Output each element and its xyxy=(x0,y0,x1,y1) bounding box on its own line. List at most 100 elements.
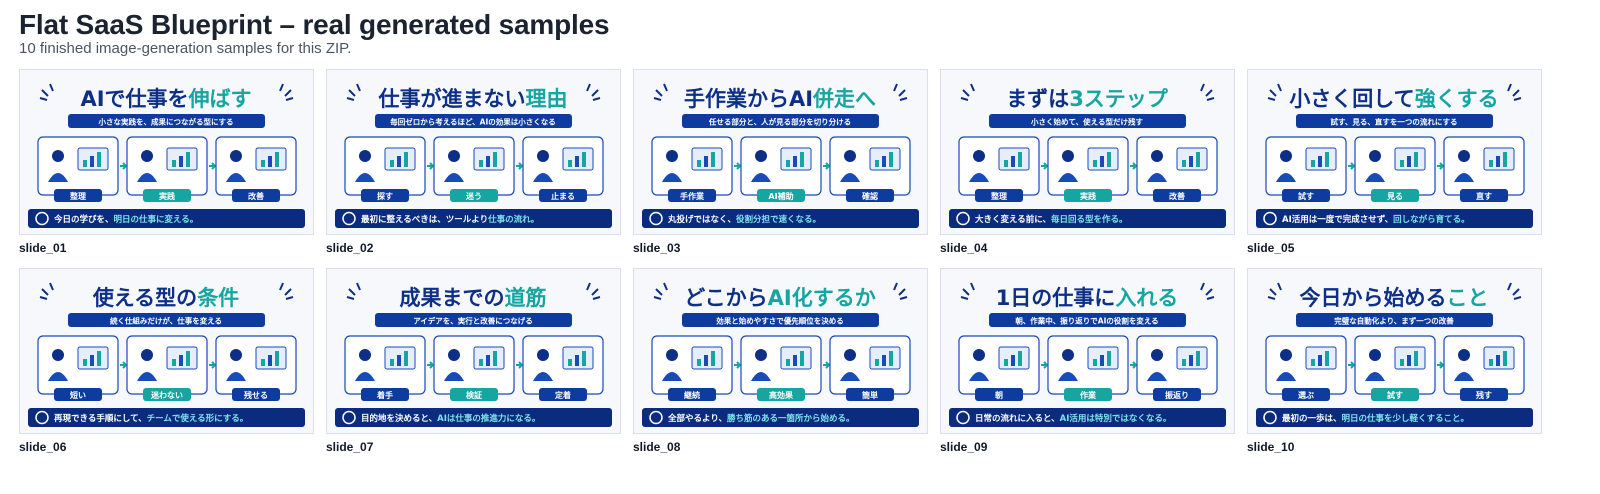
person-body-icon xyxy=(1454,173,1474,182)
slide-card[interactable]: 1日の仕事に入れる朝、作業中、振り返りでAIの役割を変える朝作業振返り日常の流れ… xyxy=(940,268,1235,454)
chart-bar xyxy=(786,359,790,366)
person-body-icon xyxy=(48,173,68,182)
person-body-icon xyxy=(840,173,860,182)
chart-bar xyxy=(1182,160,1186,167)
slide-card[interactable]: AIで仕事を伸ばす小さな実践を、成果につながる型にする整理実践改善今日の学びを、… xyxy=(19,69,314,255)
footer-text: AI活用は一度で完成させず、回しながら育てる。 xyxy=(1282,214,1470,225)
arrow-right-icon xyxy=(734,162,742,170)
step-tag-label: 定着 xyxy=(554,390,571,400)
slide-heading: 1日の仕事に入れる xyxy=(996,286,1179,310)
step-tag xyxy=(1282,388,1330,401)
chart-bar xyxy=(793,355,797,366)
spark-icon xyxy=(653,282,668,300)
slide-illustration: 成果までの道筋アイデアを、実行と改善につなげる着手検証定着目的地を決めると、AI… xyxy=(327,269,620,433)
person-body-icon xyxy=(969,173,989,182)
chart-bar xyxy=(83,160,87,167)
slide-thumbnail[interactable]: 成果までの道筋アイデアを、実行と改善につなげる着手検証定着目的地を決めると、AI… xyxy=(326,268,621,434)
chart-bar xyxy=(390,359,394,366)
step-tag xyxy=(450,388,498,401)
footer-banner xyxy=(949,209,1226,228)
slide-thumbnail[interactable]: まずは3ステップ小さく始めて、使える型だけ残す整理実践改善大きく変える前に、毎日… xyxy=(940,69,1235,235)
chart-bar xyxy=(1489,359,1493,366)
chart-bar xyxy=(1407,156,1411,167)
chart-bar xyxy=(390,160,394,167)
step-tag-label: 継続 xyxy=(684,390,700,400)
chart-bar xyxy=(882,156,886,167)
arrow-right-icon xyxy=(1348,162,1356,170)
slide-card[interactable]: 仕事が進まない理由毎回ゼロから考えるほど、AIの効果は小さくなる探す迷う止まる最… xyxy=(326,69,621,255)
person-icon xyxy=(1151,349,1163,361)
slide-subtitle: 小さく始めて、使える型だけ残す xyxy=(1031,117,1143,127)
chart-bar xyxy=(1018,351,1022,366)
slide-thumbnail[interactable]: 仕事が進まない理由毎回ゼロから考えるほど、AIの効果は小さくなる探す迷う止まる最… xyxy=(326,69,621,235)
person-icon xyxy=(537,349,549,361)
slide-card[interactable]: 使える型の条件続く仕組みだけが、仕事を変える短い迷わない残せる再現できる手順にし… xyxy=(19,268,314,454)
chart-bar xyxy=(800,351,804,366)
slide-thumbnail[interactable]: 1日の仕事に入れる朝、作業中、振り返りでAIの役割を変える朝作業振返り日常の流れ… xyxy=(940,268,1235,434)
slide-label: slide_03 xyxy=(633,241,681,255)
subtitle-pill xyxy=(375,114,572,128)
spark-icon xyxy=(653,83,668,101)
chart-bar xyxy=(397,156,401,167)
spark-icon xyxy=(1267,282,1282,300)
chart-bar xyxy=(404,351,408,366)
chart-bar xyxy=(1093,160,1097,167)
chart-bar xyxy=(568,359,572,366)
step-tag-label: 手作業 xyxy=(680,191,705,201)
slide-thumbnail[interactable]: 使える型の条件続く仕組みだけが、仕事を変える短い迷わない残せる再現できる手順にし… xyxy=(19,268,314,434)
slide-thumbnail[interactable]: AIで仕事を伸ばす小さな実践を、成果につながる型にする整理実践改善今日の学びを、… xyxy=(19,69,314,235)
chart-bar xyxy=(800,152,804,167)
person-icon xyxy=(1151,150,1163,162)
person-body-icon xyxy=(969,372,989,381)
person-icon xyxy=(448,150,460,162)
arrow-right-icon xyxy=(1041,361,1049,369)
chart-bar xyxy=(1311,160,1315,167)
chart-bar xyxy=(90,156,94,167)
step-tag xyxy=(1460,388,1508,401)
step-tag xyxy=(143,189,191,202)
slide-heading: 手作業からAI併走へ xyxy=(684,87,876,111)
step-tag xyxy=(1460,189,1508,202)
person-body-icon xyxy=(1276,372,1296,381)
slide-card[interactable]: 成果までの道筋アイデアを、実行と改善につなげる着手検証定着目的地を決めると、AI… xyxy=(326,268,621,454)
chart-bar xyxy=(1496,355,1500,366)
person-body-icon xyxy=(662,173,682,182)
slide-card[interactable]: 今日から始めること完璧な自動化より、まず一つの改善選ぶ試す残す最初の一歩は、明日… xyxy=(1247,268,1542,454)
chart-bar xyxy=(582,351,586,366)
page-title: Flat SaaS Blueprint – real generated sam… xyxy=(19,9,610,40)
slide-label: slide_05 xyxy=(1247,241,1295,255)
chart-bar xyxy=(1325,351,1329,366)
slide-card[interactable]: どこからAI化するか効果と始めやすさで優先順位を決める継続高効果簡単全部やるより… xyxy=(633,268,928,454)
slide-thumbnail[interactable]: 今日から始めること完璧な自動化より、まず一つの改善選ぶ試す残す最初の一歩は、明日… xyxy=(1247,268,1542,434)
subtitle-pill xyxy=(682,114,879,128)
slide-illustration: どこからAI化するか効果と始めやすさで優先順位を決める継続高効果簡単全部やるより… xyxy=(634,269,927,433)
person-icon xyxy=(230,349,242,361)
page-subtitle: 10 finished image-generation samples for… xyxy=(19,40,352,57)
person-body-icon xyxy=(444,173,464,182)
arrow-right-icon xyxy=(1437,361,1445,369)
spark-icon xyxy=(39,282,54,300)
chart-bar xyxy=(1004,160,1008,167)
slide-thumbnail[interactable]: どこからAI化するか効果と始めやすさで優先順位を決める継続高効果簡単全部やるより… xyxy=(633,268,928,434)
chart-bar xyxy=(1311,359,1315,366)
person-icon xyxy=(230,150,242,162)
step-tag xyxy=(1064,189,1112,202)
person-body-icon xyxy=(1058,173,1078,182)
slide-subtitle: 任せる部分と、人が見る部分を切り分ける xyxy=(708,117,851,127)
person-icon xyxy=(1458,349,1470,361)
slide-subtitle: 効果と始めやすさで優先順位を決める xyxy=(716,316,844,326)
footer-text: 丸投げではなく、役割分担で速くなる。 xyxy=(667,214,821,225)
slide-card[interactable]: まずは3ステップ小さく始めて、使える型だけ残す整理実践改善大きく変える前に、毎日… xyxy=(940,69,1235,255)
step-tag xyxy=(975,189,1023,202)
step-tag xyxy=(1371,388,1419,401)
chart-bar xyxy=(97,351,101,366)
person-icon xyxy=(359,150,371,162)
step-tag-label: 検証 xyxy=(466,390,482,400)
chart-bar xyxy=(582,152,586,167)
footer-text: 全部やるより、勝ち筋のある一箇所から始める。 xyxy=(667,413,855,424)
handshake-icon xyxy=(649,211,663,226)
